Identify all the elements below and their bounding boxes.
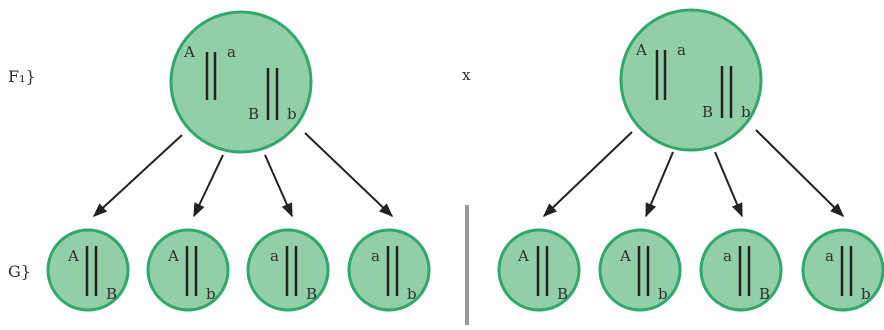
gamete-cell: a B — [246, 228, 330, 312]
allele-label: A — [167, 247, 179, 265]
parent-cell-left: A a B b — [169, 10, 313, 154]
allele-label: a — [723, 247, 732, 265]
allele-label: b — [658, 285, 668, 303]
allele-label: B — [106, 285, 117, 303]
allele-label: b — [861, 285, 871, 303]
allele-label: a — [825, 247, 834, 265]
arrow — [645, 151, 674, 218]
allele-label: b — [407, 285, 417, 303]
arrow — [193, 154, 224, 218]
gamete-cell: A B — [46, 228, 130, 312]
allele-label: B — [759, 285, 770, 303]
allele-label: b — [741, 103, 751, 121]
gamete-cell: A b — [598, 228, 682, 312]
gamete-cell: A b — [146, 228, 230, 312]
allele-label: b — [287, 105, 297, 123]
gamete-cell: a b — [347, 228, 431, 312]
parent-cell-right: A a B b — [619, 8, 763, 152]
allele-label: a — [677, 41, 686, 59]
parent-cell-body — [169, 10, 313, 154]
allele-label: A — [619, 247, 631, 265]
allele-label: A — [67, 247, 79, 265]
arrow — [304, 132, 394, 217]
allele-label: a — [371, 247, 380, 265]
allele-label: B — [702, 103, 713, 121]
allele-label: B — [306, 285, 317, 303]
gamete-cell: A B — [497, 228, 581, 312]
cross-symbol: x — [462, 66, 471, 84]
arrow — [755, 129, 844, 217]
allele-label: B — [557, 285, 568, 303]
allele-label: A — [517, 247, 529, 265]
gametes-generation-label: G} — [8, 262, 31, 281]
arrow — [264, 154, 293, 218]
allele-label: a — [270, 247, 279, 265]
allele-label: A — [635, 41, 647, 59]
divider-line — [465, 205, 469, 325]
allele-label: B — [248, 105, 259, 123]
gamete-cell: a B — [699, 228, 783, 312]
arrow — [714, 151, 743, 218]
parent-cell-body — [619, 8, 763, 152]
arrow — [542, 131, 633, 217]
gamete-cell: a b — [801, 228, 884, 312]
allele-label: A — [183, 43, 195, 61]
f1-generation-label: F₁} — [8, 67, 36, 86]
allele-label: b — [206, 285, 216, 303]
allele-label: a — [227, 43, 236, 61]
arrow — [92, 134, 183, 217]
